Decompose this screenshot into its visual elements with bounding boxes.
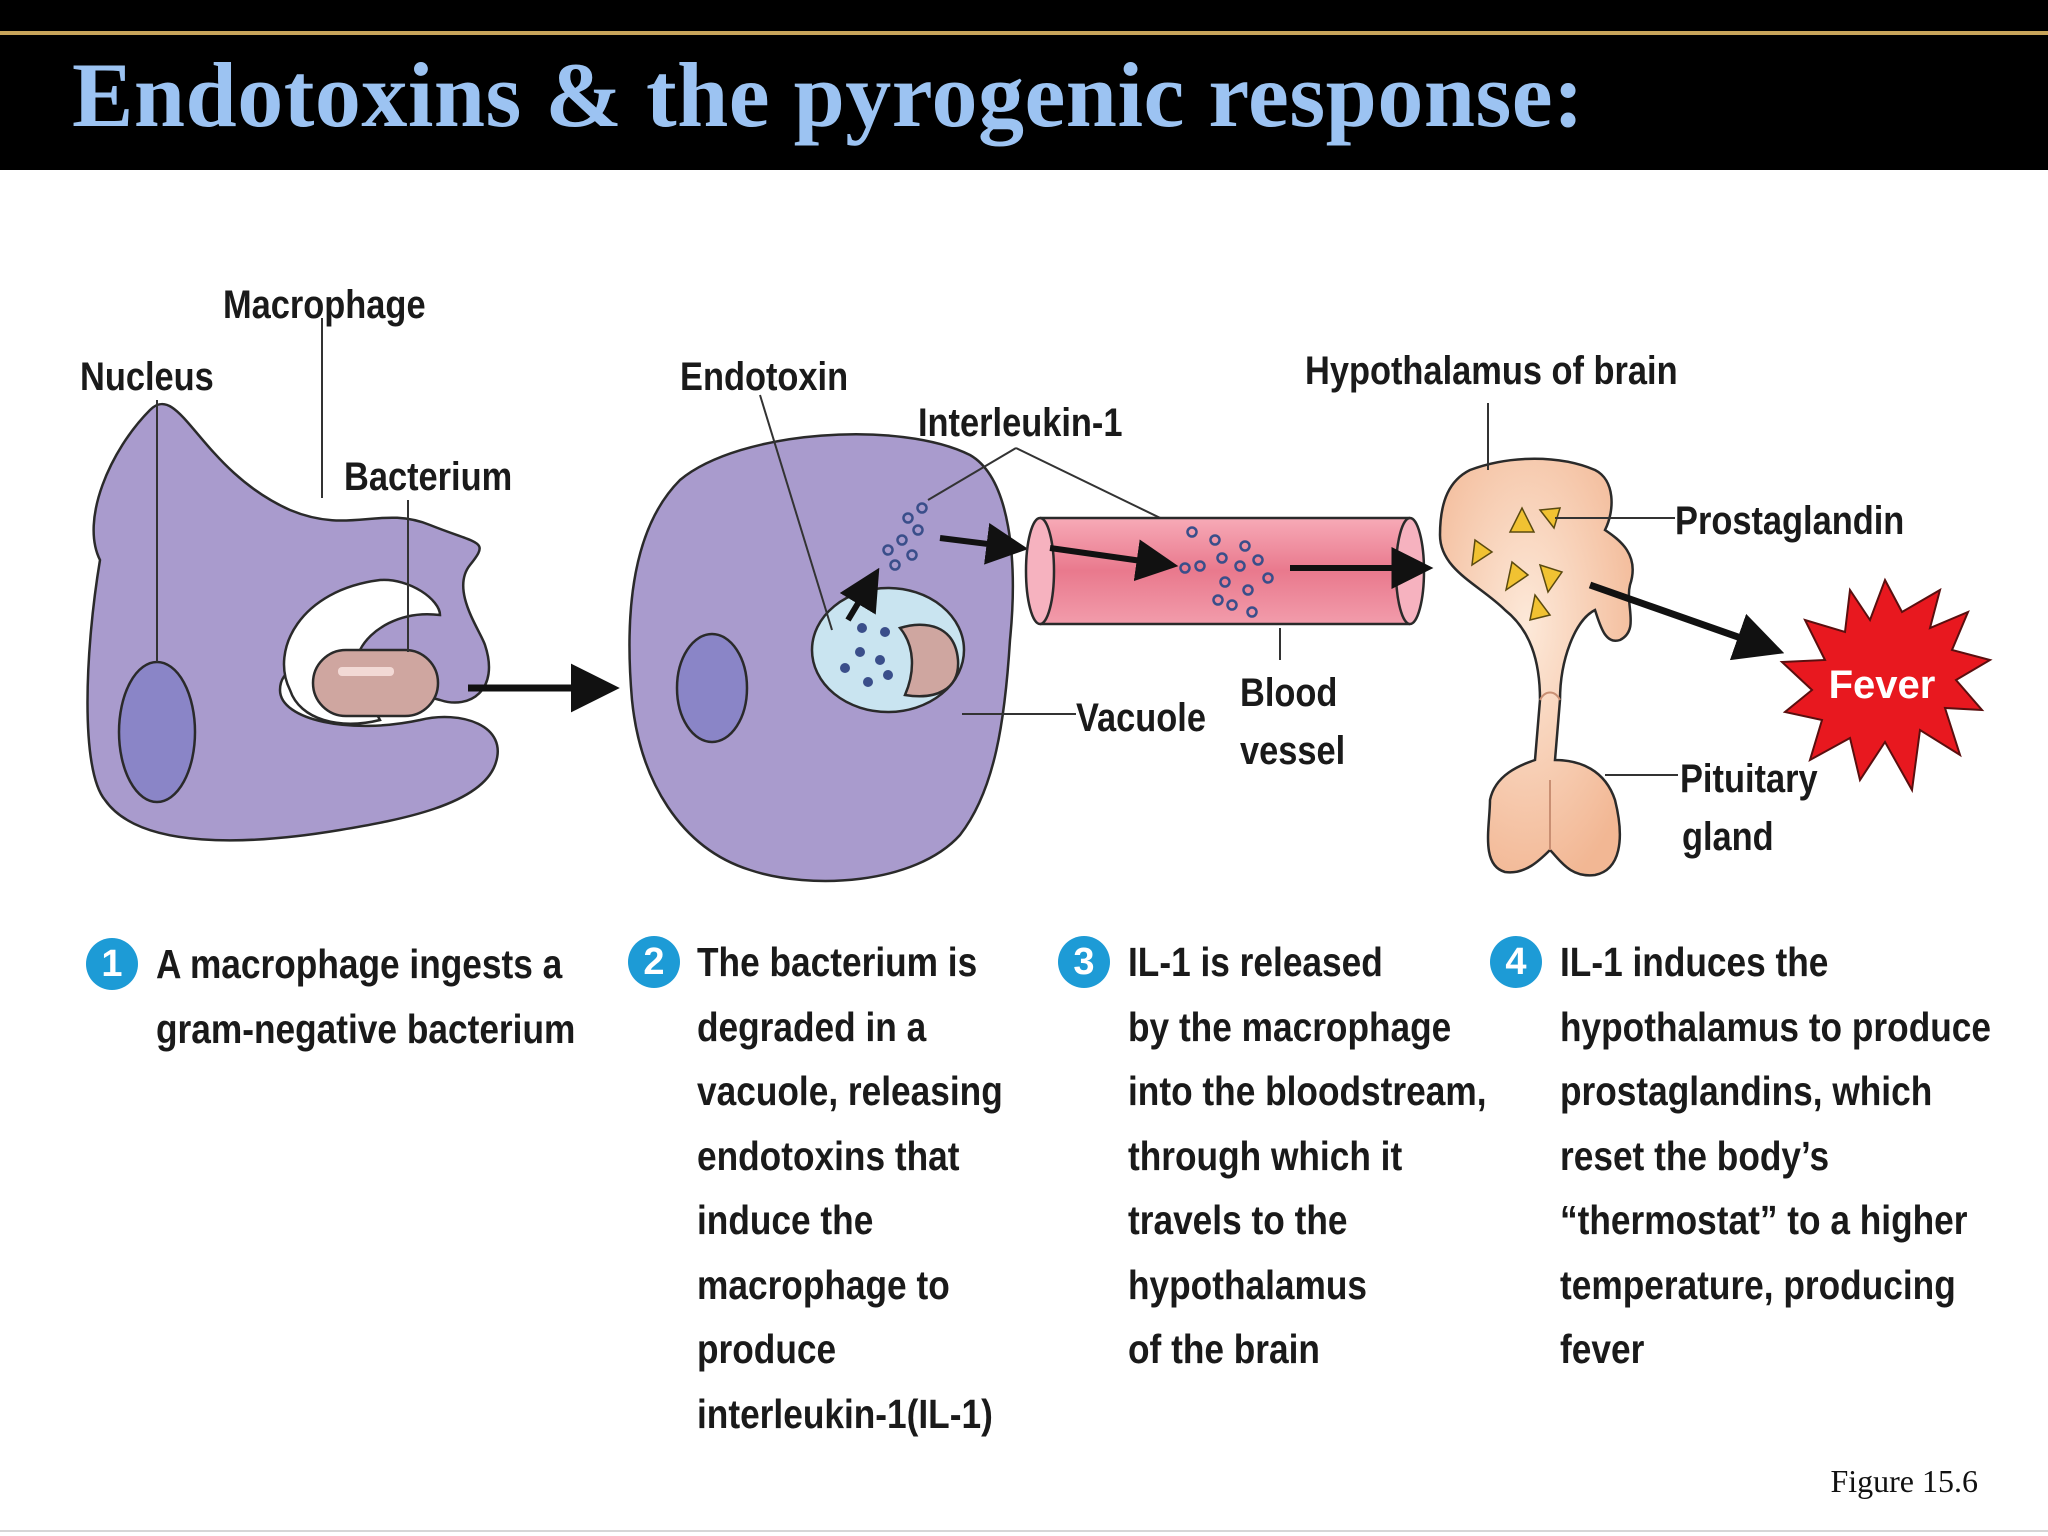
endotoxin-dots: [840, 623, 893, 687]
bottom-divider: [0, 1530, 2048, 1532]
fever-burst: Fever: [1779, 577, 1993, 794]
step-3-line: into the bloodstream,: [1128, 1068, 1487, 1114]
hypothalamus-shape: [1438, 457, 1634, 877]
step-3-line: IL-1 is released: [1128, 939, 1383, 985]
fever-label: Fever: [1829, 663, 1936, 707]
title-accent-line: [0, 31, 2048, 35]
endotoxin-label: Endotoxin: [680, 354, 848, 399]
blood-vessel-label-line1: Blood: [1240, 670, 1337, 715]
vacuole-label: Vacuole: [1076, 695, 1206, 740]
step-1-line: gram-negative bacterium: [156, 1005, 576, 1052]
pituitary-label-line1: Pituitary: [1680, 756, 1818, 801]
step-4-line: IL-1 induces the: [1560, 939, 1829, 985]
interleukin-leader-left: [927, 447, 1017, 501]
hypothalamus-label: Hypothalamus of brain: [1305, 348, 1678, 393]
fever-arrow: [1588, 581, 1785, 661]
blood-vessel: [1024, 516, 1434, 626]
interleukin-leader-right: [1015, 447, 1186, 531]
macrophage-cell: [86, 402, 499, 842]
bacterium-label: Bacterium: [344, 454, 512, 499]
slide-title: Endotoxins & the pyrogenic response:: [72, 44, 1585, 146]
endotoxin-leader: [759, 394, 833, 631]
step-1-badge: 1: [86, 938, 138, 990]
macrophage-label: Macrophage: [223, 282, 426, 327]
blood-vessel-label-line2: vessel: [1240, 728, 1345, 773]
step-2-line: interleukin-1(IL-1): [697, 1390, 993, 1437]
step-2-line: endotoxins that: [697, 1132, 960, 1179]
prostaglandin-label: Prostaglandin: [1675, 498, 1904, 543]
nucleus-label: Nucleus: [80, 354, 214, 399]
step-4-text: IL-1 induces the hypothalamus to produce…: [1560, 930, 1991, 1382]
step-3-badge: 3: [1058, 936, 1110, 988]
step-1-line: A macrophage ingests a: [156, 941, 563, 987]
step-3-line: of the brain: [1128, 1326, 1320, 1372]
bacterium-shape: [311, 648, 440, 718]
pituitary-label-line2: gland: [1682, 814, 1774, 859]
nucleus-shape: [117, 660, 197, 804]
step-4-line: “thermostat” to a higher: [1560, 1197, 1968, 1243]
interleukin-dots: [882, 502, 928, 571]
step-4-line: fever: [1560, 1326, 1645, 1372]
macrophage-with-vacuole: [628, 433, 1029, 883]
step-1-text: A macrophage ingests a gram-negative bac…: [156, 932, 575, 1061]
step-2-line: The bacterium is: [697, 939, 978, 985]
step-4-line: prostaglandins, which: [1560, 1068, 1933, 1114]
step-3-line: through which it: [1128, 1132, 1403, 1179]
step-2-line: macrophage to: [697, 1261, 950, 1308]
step-4-badge: 4: [1490, 936, 1542, 988]
step-3-line: travels to the: [1128, 1197, 1348, 1243]
step-3-text: IL-1 is released by the macrophage into …: [1128, 930, 1486, 1382]
step-4-line: hypothalamus to produce: [1560, 1003, 1991, 1050]
step-2-line: induce the: [697, 1197, 874, 1243]
step-3-line: by the macrophage: [1128, 1003, 1452, 1050]
step-2-badge: 2: [628, 936, 680, 988]
step-4-line: reset the body’s: [1560, 1132, 1830, 1179]
step-2-line: vacuole, releasing: [697, 1068, 1003, 1114]
step-4-line: temperature, producing: [1560, 1261, 1956, 1308]
step-3-line: hypothalamus: [1128, 1261, 1368, 1308]
figure-caption: Figure 15.6: [1830, 1463, 1978, 1499]
step-2-line: degraded in a: [697, 1003, 927, 1050]
step-2-text: The bacterium is degraded in a vacuole, …: [697, 930, 1003, 1446]
step-2-line: produce: [697, 1326, 837, 1372]
prostaglandin-triangles: [1471, 506, 1564, 622]
title-bar: Endotoxins & the pyrogenic response:: [0, 0, 2048, 170]
interleukin-label: Interleukin-1: [918, 400, 1122, 445]
